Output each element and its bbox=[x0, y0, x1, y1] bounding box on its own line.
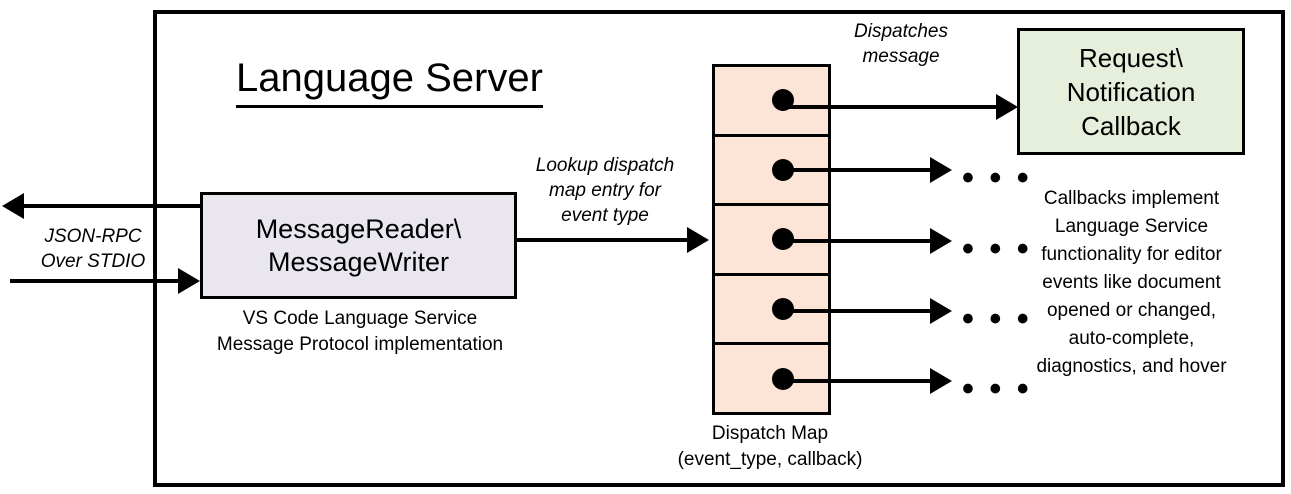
callbacks-description-caption: Callbacks implement Language Service fun… bbox=[1036, 188, 1227, 377]
incoming-stdio-arrowhead bbox=[178, 268, 200, 294]
dispatch-row2-arrowhead bbox=[930, 157, 952, 183]
dispatch-map-row[interactable] bbox=[715, 67, 828, 137]
dispatch-row3-line bbox=[779, 239, 934, 243]
lookup-dispatch-arrowhead bbox=[687, 227, 709, 253]
dispatch-row1-arrowhead bbox=[996, 94, 1018, 120]
language-server-frame bbox=[153, 10, 1285, 487]
dispatch-entry-dot-icon bbox=[772, 367, 794, 390]
dispatch-row2-line bbox=[779, 168, 934, 172]
request-notification-callback-box[interactable]: Request\ Notification Callback bbox=[1017, 28, 1245, 155]
jsonrpc-annotation: JSON-RPC Over STDIO bbox=[40, 226, 146, 272]
dispatch-row5-arrowhead bbox=[930, 368, 952, 394]
lookup-dispatch-annotation: Lookup dispatch map entry for event type bbox=[535, 155, 675, 226]
outgoing-stdio-arrowhead bbox=[2, 193, 24, 219]
dispatch-row4-arrowhead bbox=[930, 298, 952, 324]
lookup-dispatch-line bbox=[517, 238, 689, 242]
page-title: Language Server bbox=[236, 52, 543, 108]
dispatch-row3-arrowhead bbox=[930, 228, 952, 254]
dispatches-message-annotation: Dispatches message bbox=[854, 21, 948, 67]
dispatch-row4-line bbox=[779, 309, 934, 313]
dispatch-row5-line bbox=[779, 379, 934, 383]
incoming-stdio-line bbox=[10, 279, 182, 283]
outgoing-stdio-line bbox=[22, 204, 202, 208]
message-reader-writer-caption: VS Code Language Service Message Protoco… bbox=[216, 308, 504, 355]
dispatch-map-row[interactable] bbox=[715, 345, 828, 412]
dispatch-row1-line bbox=[779, 105, 1001, 109]
dispatch-row2-ellipsis: • • • bbox=[962, 159, 1032, 197]
dispatch-row5-ellipsis: • • • bbox=[962, 370, 1032, 408]
dispatch-map-caption: Dispatch Map (event_type, callback) bbox=[677, 423, 863, 470]
message-reader-writer-box[interactable]: MessageReader\ MessageWriter bbox=[200, 192, 517, 299]
